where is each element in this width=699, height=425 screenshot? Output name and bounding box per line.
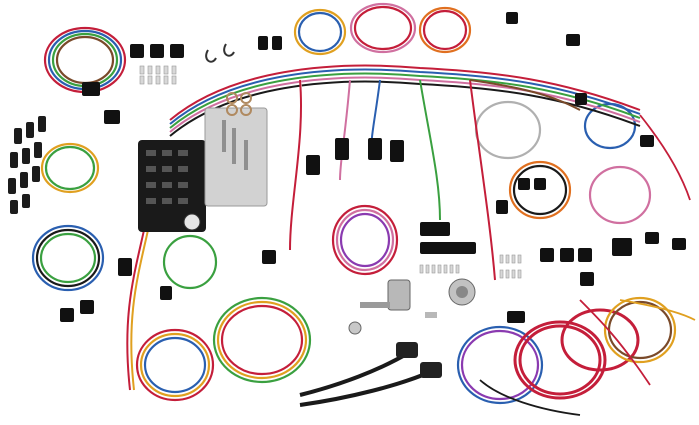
rubber-grommet-group — [396, 342, 442, 378]
ignition-switch — [425, 278, 476, 318]
headlight-switch — [348, 279, 411, 335]
mounting-bracket — [204, 92, 268, 207]
wire-leads — [479, 114, 696, 416]
bulb-socket-cluster — [8, 116, 46, 214]
terminal-pins — [139, 65, 522, 279]
fuse-block — [138, 140, 206, 232]
connector-plugs — [60, 12, 686, 323]
hose-clips — [205, 43, 235, 63]
